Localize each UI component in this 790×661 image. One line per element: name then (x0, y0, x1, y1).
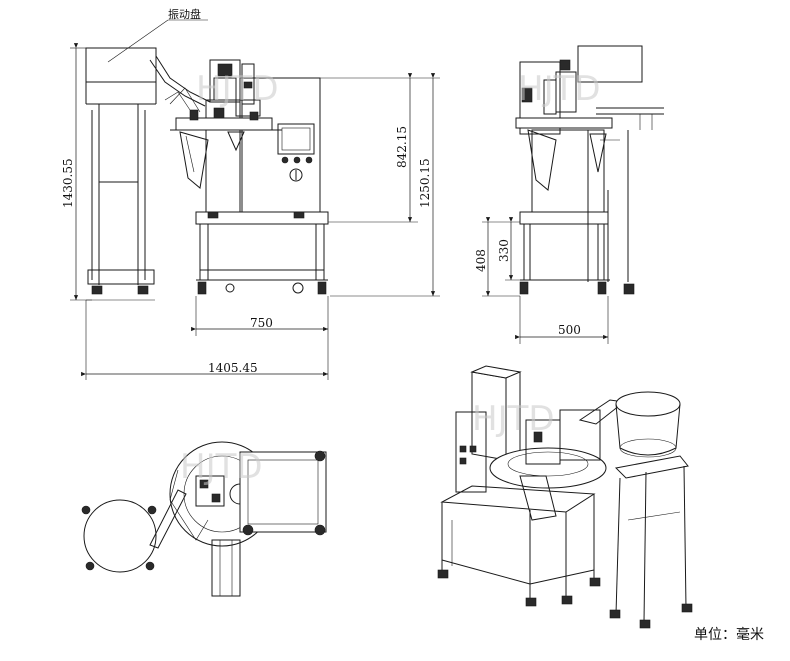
top-cabinet (239, 451, 327, 533)
vibration-bowl-label: 振动盘 (168, 8, 201, 21)
top-view: HJTD (81, 441, 327, 597)
vibration-bowl-box (85, 47, 157, 83)
isometric-view: HJTD (437, 365, 693, 629)
watermark-side: HJTD (518, 69, 601, 109)
watermark-iso: HJTD (472, 399, 555, 439)
output-chute-right (227, 131, 245, 152)
watermark-top: HJTD (180, 447, 263, 487)
iso-turntable (489, 447, 607, 489)
iso-table-top (440, 485, 596, 513)
rotary-switch (289, 168, 303, 182)
dim-total-width: 1405.45 (208, 361, 258, 375)
hmi-screen (277, 123, 315, 155)
dim-upper-height: 842.15 (395, 126, 409, 168)
side-turntable (515, 117, 613, 129)
annotation-leader (107, 19, 169, 63)
dim-total-height: 1430.55 (61, 158, 75, 208)
iso-control-box (455, 411, 487, 493)
table-frame (199, 223, 325, 281)
front-view: HJTD (70, 19, 440, 380)
bowl-stand-upper (98, 103, 139, 183)
dim-side-height: 408 (474, 249, 488, 272)
control-cabinet (239, 77, 321, 213)
side-bowl-box (577, 45, 643, 83)
dim-base-width: 750 (250, 316, 273, 330)
output-chute-left (179, 131, 209, 189)
top-stand-rail (211, 539, 241, 597)
units-label: 单位：毫米 (694, 627, 764, 643)
top-bowl-circle (83, 499, 157, 573)
iso-bowl-top (615, 391, 681, 417)
watermark-front: HJTD (196, 69, 279, 109)
dim-side-table: 330 (497, 239, 511, 262)
top-feeder-track (149, 489, 187, 549)
dim-side-width: 500 (558, 323, 581, 337)
side-view: HJTD (482, 45, 664, 344)
feeder-chute (149, 59, 206, 107)
dim-work-height: 1250.15 (418, 158, 432, 208)
